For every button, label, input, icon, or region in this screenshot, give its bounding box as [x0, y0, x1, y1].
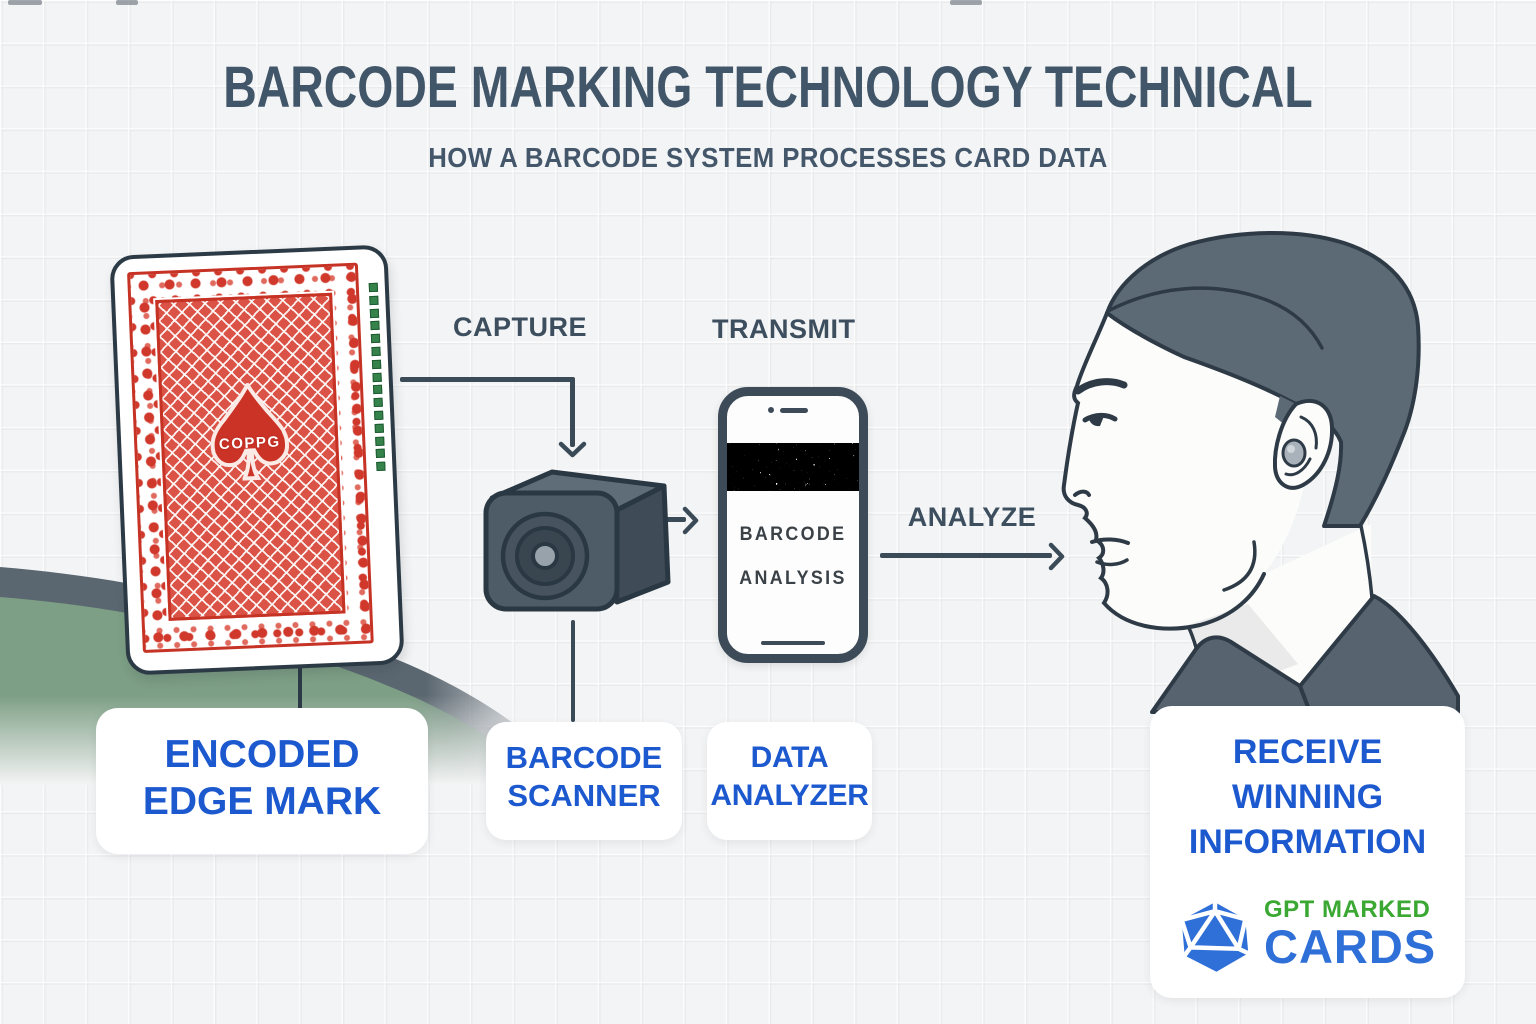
step-label: ENCODED EDGE MARK	[142, 733, 382, 823]
card-back-pattern: ♠ COPPG	[127, 262, 374, 653]
connector-scanner-to-label	[571, 620, 575, 722]
top-edge-mark	[8, 0, 42, 5]
phone-home-indicator	[761, 641, 825, 645]
mouth	[1090, 537, 1130, 545]
transmit-step-label: TRANSMIT	[712, 314, 856, 344]
arrowhead-down-icon	[558, 441, 587, 458]
connector-card-to-label	[298, 642, 302, 728]
arrow-phone-to-player	[880, 553, 1052, 558]
page-title: BARCODE MARKING TECHNOLOGY TECHNICAL	[223, 55, 1313, 120]
nostril	[1073, 489, 1091, 497]
step-label: DATA ANALYZER	[710, 741, 869, 812]
logo-line2: CARDS	[1264, 920, 1437, 973]
brand-logo: GPT MARKED CARDS	[1178, 898, 1436, 976]
step-card-barcode-scanner: BARCODE SCANNER	[486, 722, 682, 840]
analyze-step-label: ANALYZE	[907, 502, 1037, 532]
arrow-card-to-scanner	[400, 377, 574, 382]
phone-screen-line1: BARCODE	[739, 524, 847, 545]
arrowhead-right-icon	[1048, 542, 1065, 571]
step-card-receive-winning-information: RECEIVE WINNING INFORMATION GPT MARKED C…	[1150, 706, 1465, 998]
capture-step-label: CAPTURE	[452, 312, 588, 342]
arrow-card-to-scanner-vertical	[570, 377, 575, 447]
logo-line1: GPT MARKED	[1264, 896, 1431, 923]
phone-speaker-icon	[780, 408, 808, 413]
earpiece-icon	[1281, 438, 1307, 468]
eye	[1082, 412, 1118, 423]
step-card-data-analyzer: DATA ANALYZER	[707, 722, 872, 840]
encoded-edge-marks	[368, 282, 386, 472]
player-profile-illustration	[1061, 231, 1460, 714]
step-label: BARCODE SCANNER	[505, 740, 663, 813]
shirt-collar-left	[1150, 635, 1312, 714]
marked-playing-card: ♠ COPPG	[109, 244, 405, 676]
shirt-collar-right	[1298, 594, 1460, 714]
d20-dice-icon	[1179, 900, 1251, 972]
page-subtitle: HOW A BARCODE SYSTEM PROCESSES CARD DATA	[428, 142, 1108, 173]
card-brand-label: COPPG	[218, 433, 281, 453]
phone-camera-dot-icon	[768, 407, 774, 413]
step-label: RECEIVE WINNING INFORMATION	[1188, 733, 1427, 861]
top-edge-mark	[116, 0, 138, 5]
barcode-image	[727, 443, 859, 491]
phone-screen-line2: ANALYSIS	[739, 568, 847, 589]
step-card-encoded-edge-mark: ENCODED EDGE MARK	[96, 708, 428, 854]
barcode-scanner-camera-icon	[483, 469, 671, 612]
data-analyzer-phone: BARCODE ANALYSIS	[718, 387, 868, 663]
eyebrow	[1074, 378, 1128, 395]
arrowhead-right-icon	[682, 506, 699, 535]
top-edge-mark	[950, 0, 982, 5]
